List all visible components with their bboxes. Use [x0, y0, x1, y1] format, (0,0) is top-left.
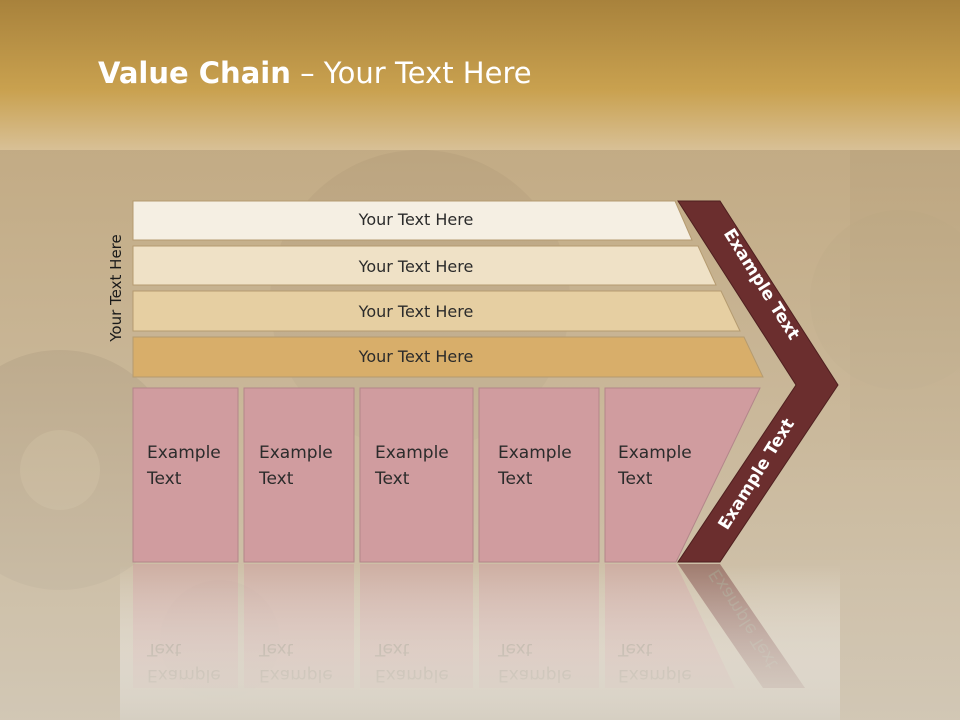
box-1: Example Text — [132, 387, 239, 563]
slide-title: Value Chain – Your Text Here — [98, 56, 532, 90]
box-2: Example Text — [243, 387, 355, 563]
box-4-line1: Example — [498, 443, 572, 463]
title-rest: – Your Text Here — [290, 56, 532, 90]
band-2-shape — [132, 245, 717, 286]
box-5-shape — [604, 387, 761, 563]
box-4: Example Text — [478, 387, 600, 563]
title-bold: Value Chain — [98, 56, 291, 90]
band-1: Your Text Here — [132, 200, 693, 241]
box-3-line2: Text — [374, 469, 410, 489]
box-3: Example Text — [359, 387, 474, 563]
box-3-shape — [359, 387, 474, 563]
band-3: Your Text Here — [132, 290, 741, 332]
band-3-shape — [132, 290, 741, 332]
band-2: Your Text Here — [132, 245, 717, 286]
box-2-line1: Example — [259, 443, 333, 463]
box-1-shape — [132, 387, 239, 563]
box-4-shape — [478, 387, 600, 563]
band-4-shape — [132, 336, 764, 378]
box-1-line2: Text — [146, 469, 182, 489]
box-5: Example Text — [604, 387, 761, 563]
band-1-shape — [132, 200, 693, 241]
box-5-line1: Example — [618, 443, 692, 463]
band-2-label: Your Text Here — [358, 257, 474, 276]
box-2-line2: Text — [258, 469, 294, 489]
band-1-label: Your Text Here — [358, 210, 474, 229]
box-3-line1: Example — [375, 443, 449, 463]
reflection-fade — [120, 565, 840, 720]
band-4: Your Text Here — [132, 336, 764, 378]
box-1-line1: Example — [147, 443, 221, 463]
box-5-line2: Text — [617, 469, 653, 489]
box-2-shape — [243, 387, 355, 563]
band-3-label: Your Text Here — [358, 302, 474, 321]
box-4-line2: Text — [497, 469, 533, 489]
chevron-shape — [677, 200, 839, 563]
band-4-label: Your Text Here — [358, 347, 474, 366]
